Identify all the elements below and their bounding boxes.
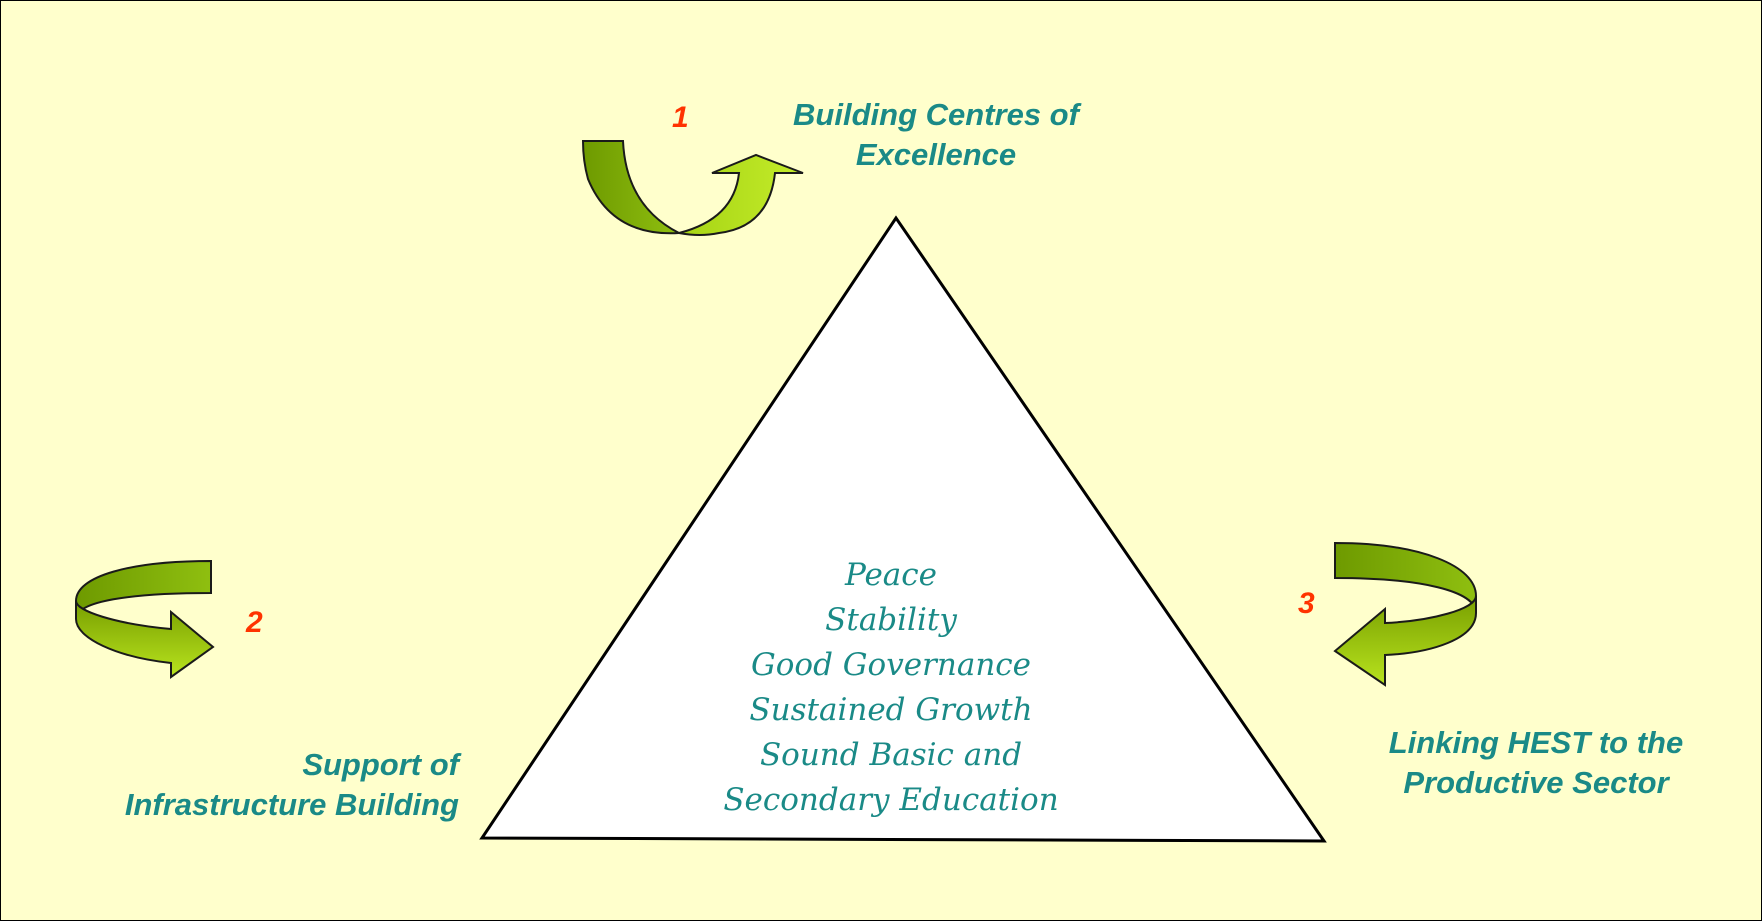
label-line: Infrastructure Building bbox=[124, 787, 459, 822]
label-line: Linking HEST to the bbox=[1388, 725, 1684, 760]
node-label-productive-sector: Linking HEST to the Productive Sector bbox=[1331, 723, 1741, 803]
label-line: Support of bbox=[302, 747, 459, 782]
node-label-building-centres: Building Centres of Excellence bbox=[741, 95, 1131, 175]
u-turn-arrow-icon bbox=[581, 140, 804, 236]
node-label-infrastructure: Support of Infrastructure Building bbox=[31, 745, 459, 825]
triangle-line: Sustained Growth bbox=[749, 692, 1033, 728]
triangle-line: Good Governance bbox=[750, 647, 1031, 683]
circular-arrow-icon bbox=[75, 559, 215, 679]
node-number-3: 3 bbox=[1298, 587, 1315, 620]
triangle-text: Peace Stability Good Governance Sustaine… bbox=[641, 553, 1141, 823]
node-number-1: 1 bbox=[672, 101, 689, 134]
circular-arrow-icon bbox=[1333, 541, 1477, 687]
node-number-2: 2 bbox=[246, 606, 263, 639]
triangle-line: Peace bbox=[844, 557, 937, 593]
triangle-line: Sound Basic and bbox=[759, 737, 1023, 773]
label-line: Excellence bbox=[855, 137, 1017, 172]
triangle-line: Secondary Education bbox=[723, 782, 1059, 818]
central-triangle bbox=[479, 215, 1327, 843]
triangle-line: Stability bbox=[825, 602, 957, 638]
label-line: Productive Sector bbox=[1403, 765, 1669, 800]
label-line: Building Centres of bbox=[793, 97, 1079, 132]
